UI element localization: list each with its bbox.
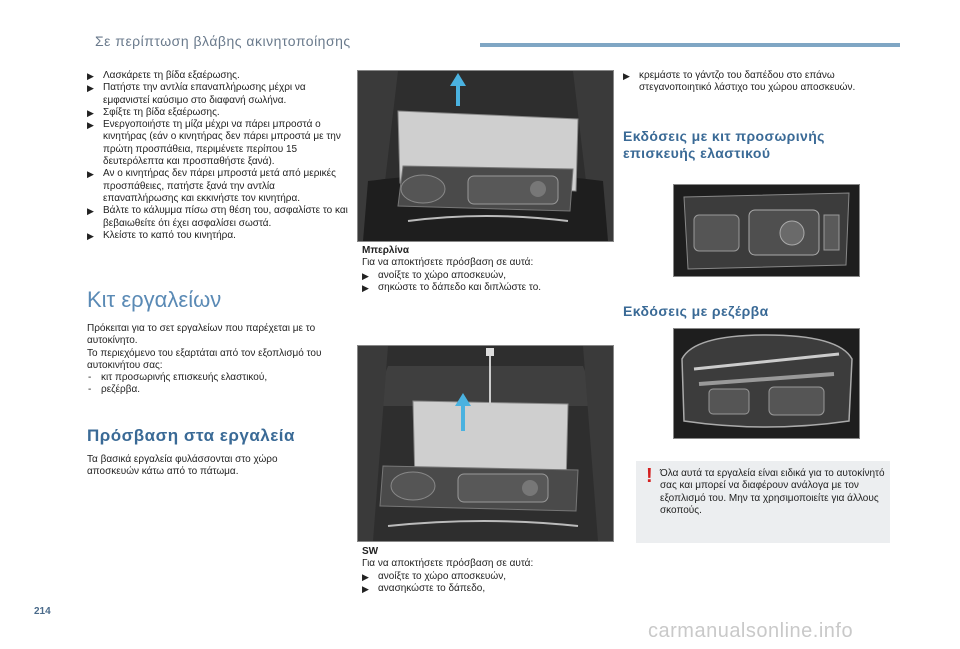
list-item: -κιτ προσωρινής επισκευής ελαστικού, xyxy=(88,372,268,384)
arrow-bullet-icon: ▶ xyxy=(623,71,630,81)
list-item: ▶κρεμάστε το γάντζο του δαπέδου στο επάν… xyxy=(623,70,856,94)
header-bar xyxy=(480,43,900,47)
arrow-bullet-icon: ▶ xyxy=(362,583,369,594)
list-item: ▶ανασηκώστε το δάπεδο, xyxy=(362,582,486,594)
page-header-title: Σε περίπτωση βλάβης ακινητοποίησης xyxy=(95,33,351,49)
section-title-access: Πρόσβαση στα εργαλεία xyxy=(87,426,295,445)
list-item: ▶Σφίξτε τη βίδα εξαέρωσης. xyxy=(87,106,220,118)
arrow-bullet-icon: ▶ xyxy=(87,107,94,118)
list-item: ▶Κλείστε το καπό του κινητήρα. xyxy=(87,229,236,241)
arrow-bullet-icon: ▶ xyxy=(87,71,94,81)
list-item: ▶Λασκάρετε τη βίδα εξαέρωσης. xyxy=(87,70,240,81)
caption-saloon: Μπερλίνα Για να αποκτήσετε πρόσβαση σε α… xyxy=(362,245,602,294)
arrow-bullet-icon: ▶ xyxy=(362,571,369,582)
right-column-steps: ▶κρεμάστε το γάντζο του δαπέδου στο επάν… xyxy=(623,70,893,95)
list-item: ▶σηκώστε το δάπεδο και διπλώστε το. xyxy=(362,281,542,293)
trunk-illustration-sw xyxy=(357,345,614,542)
list-item: ▶ανοίξτε το χώρο αποσκευών, xyxy=(362,570,506,582)
subtitle-repair-kit: Εκδόσεις με κιτ προσωρινής επισκευής ελα… xyxy=(623,128,825,161)
procedure-list: ▶Λασκάρετε τη βίδα εξαέρωσης. ▶Πατήστε τ… xyxy=(87,70,352,242)
subtitle-spare-wheel: Εκδόσεις με ρεζέρβα xyxy=(623,303,769,319)
arrow-bullet-icon: ▶ xyxy=(87,169,94,180)
list-item: ▶Ενεργοποιήστε τη μίζα μέχρι να πάρει μπ… xyxy=(87,119,341,168)
arrow-bullet-icon: ▶ xyxy=(362,270,369,281)
arrow-bullet-icon: ▶ xyxy=(87,120,94,131)
list-item: ▶Βάλτε το κάλυμμα πίσω στη θέση του, ασφ… xyxy=(87,205,348,229)
trunk-illustration-saloon xyxy=(357,70,614,242)
access-text: Τα βασικά εργαλεία φυλάσσονται στο χώρο … xyxy=(87,454,278,478)
section-title-tool-kit: Κιτ εργαλείων xyxy=(87,287,222,312)
page-number: 214 xyxy=(34,606,51,617)
arrow-bullet-icon: ▶ xyxy=(87,230,94,241)
watermark: carmanualsonline.info xyxy=(648,620,854,642)
list-item: ▶ανοίξτε το χώρο αποσκευών, xyxy=(362,269,506,281)
spare-wheel-illustration xyxy=(673,328,860,439)
left-column: ▶Λασκάρετε τη βίδα εξαέρωσης. ▶Πατήστε τ… xyxy=(87,70,352,242)
warning-note-text: Όλα αυτά τα εργαλεία είναι ειδικά για το… xyxy=(660,468,885,516)
exclamation-icon: ! xyxy=(646,465,653,487)
variants-list: -κιτ προσωρινής επισκευής ελαστικού, -ρε… xyxy=(87,372,349,397)
arrow-bullet-icon: ▶ xyxy=(87,83,94,94)
warning-note: ! Όλα αυτά τα εργαλεία είναι ειδικά για … xyxy=(636,461,890,543)
arrow-bullet-icon: ▶ xyxy=(87,206,94,217)
list-item: ▶Αν ο κινητήρας δεν πάρει μπροστά μετά α… xyxy=(87,168,336,204)
repair-kit-illustration xyxy=(673,184,860,277)
list-item: ▶Πατήστε την αντλία επαναπλήρωσης μέχρι … xyxy=(87,82,306,106)
list-item: -ρεζέρβα. xyxy=(88,384,141,396)
arrow-bullet-icon: ▶ xyxy=(362,282,369,293)
caption-sw: SW Για να αποκτήσετε πρόσβαση σε αυτά: ▶… xyxy=(362,546,602,595)
intro-paragraph: Πρόκειται για το σετ εργαλείων που παρέχ… xyxy=(87,323,349,397)
